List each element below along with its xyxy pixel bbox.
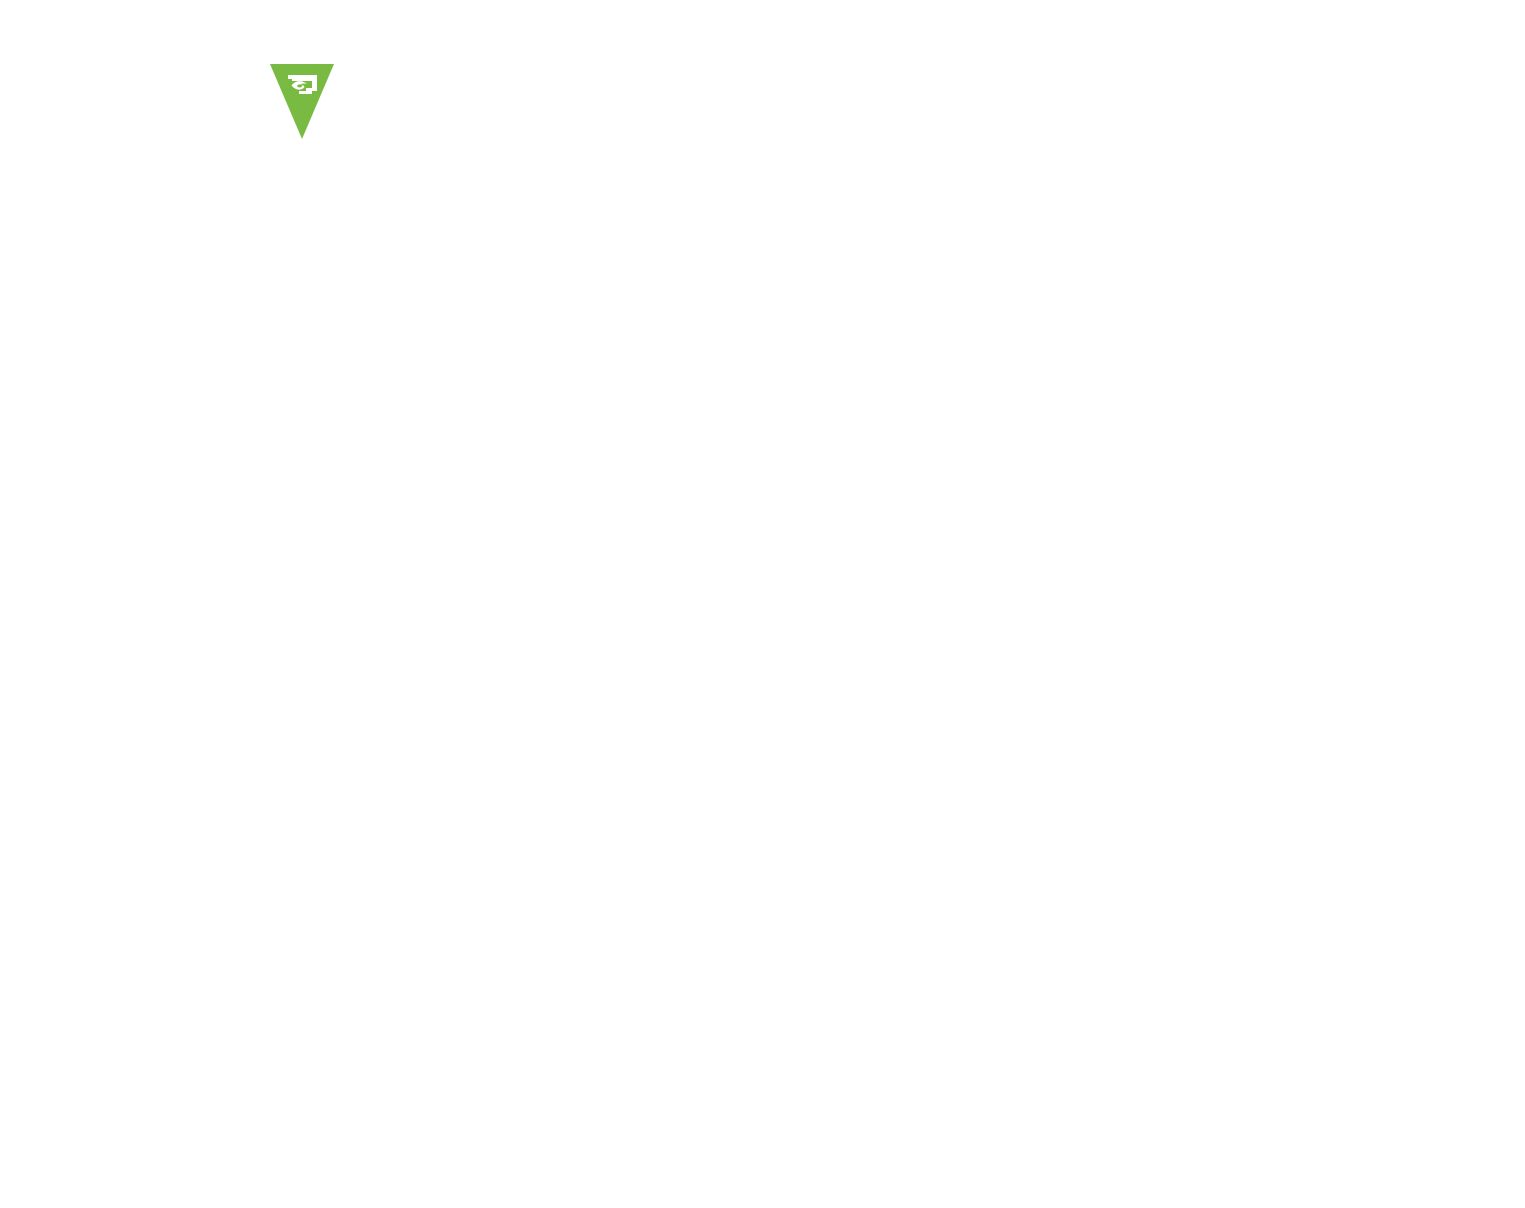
content-area (0, 160, 1525, 1208)
nvidia-logo-icon (270, 64, 334, 139)
nvidia-logo-badge[interactable] (270, 64, 335, 140)
